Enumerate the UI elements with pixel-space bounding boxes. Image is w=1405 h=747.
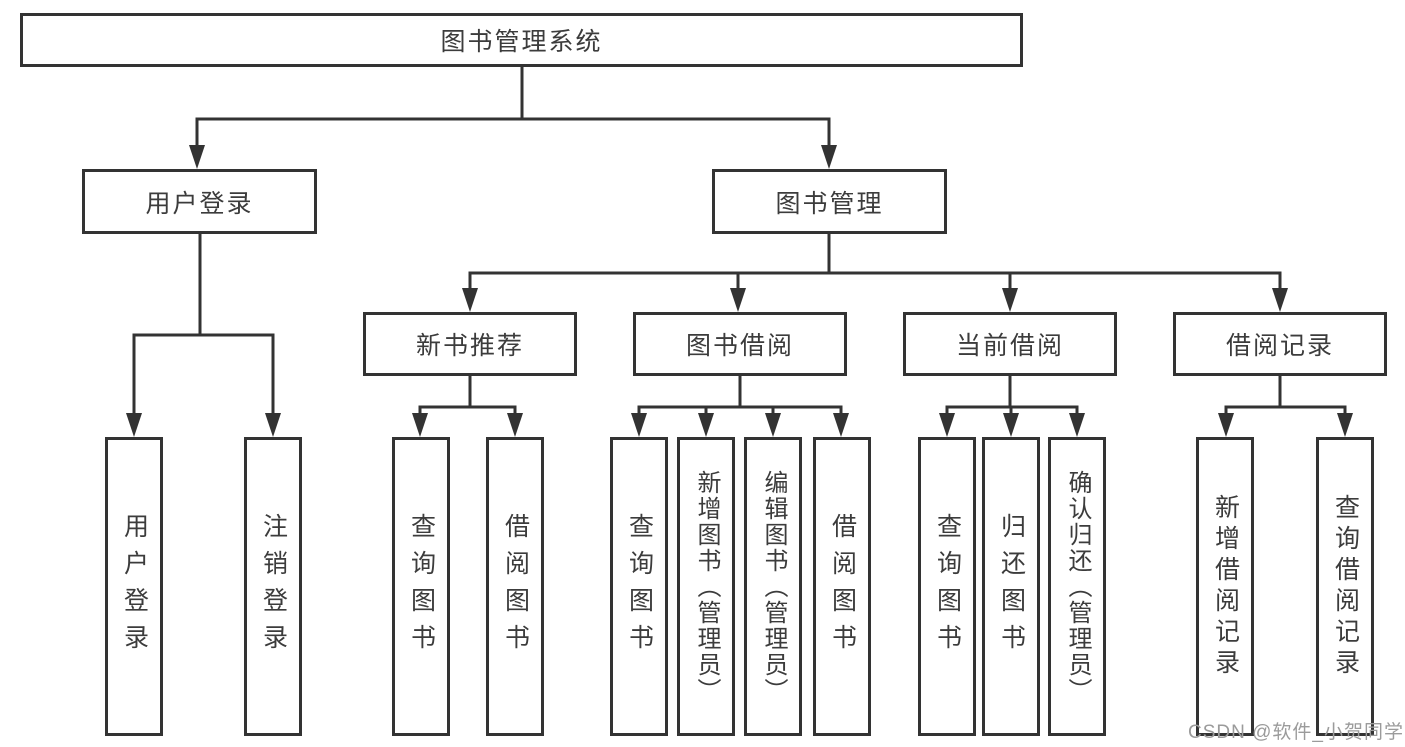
- node-leaf-query-borrow-record: 查询借阅记录: [1316, 437, 1374, 736]
- node-label: 查询图书: [407, 512, 436, 661]
- node-label: 新增图书（管理员）: [693, 469, 720, 704]
- arrow-down-icon: [1069, 413, 1085, 437]
- node-label: 图书借阅: [685, 332, 794, 360]
- watermark: CSDN @软件_小贺同学: [1188, 722, 1404, 743]
- node-label: 当前借阅: [955, 332, 1064, 360]
- node-label: 借阅图书: [828, 512, 857, 661]
- node-label: 查询图书: [933, 512, 962, 661]
- node-label: 新书推荐: [415, 332, 524, 360]
- node-label: 借阅图书: [501, 512, 530, 661]
- node-new-book-recommendation: 新书推荐: [363, 312, 577, 376]
- node-leaf-add-borrow-record: 新增借阅记录: [1196, 437, 1254, 736]
- arrow-down-icon: [1218, 413, 1234, 437]
- node-leaf-edit-books-admin: 编辑图书（管理员）: [744, 437, 802, 736]
- arrow-down-icon: [1337, 413, 1353, 437]
- node-leaf-query-books-recommend: 查询图书: [392, 437, 450, 736]
- node-label: 借阅记录: [1225, 332, 1334, 360]
- node-label: 图书管理系统: [440, 28, 603, 56]
- node-book-borrowing: 图书借阅: [633, 312, 847, 376]
- arrow-down-icon: [821, 145, 837, 169]
- arrow-down-icon: [1003, 413, 1019, 437]
- connector-arrows: [126, 145, 1353, 437]
- arrow-down-icon: [412, 413, 428, 437]
- node-leaf-return-books: 归还图书: [982, 437, 1040, 736]
- node-leaf-logout: 注销登录: [244, 437, 302, 736]
- node-label: 用户登录: [145, 189, 254, 218]
- node-root-system: 图书管理系统: [20, 13, 1023, 67]
- node-label: 注销登录: [259, 512, 288, 661]
- arrow-down-icon: [1272, 288, 1288, 312]
- node-label: 编辑图书（管理员）: [760, 469, 787, 704]
- arrow-down-icon: [1002, 288, 1018, 312]
- arrow-down-icon: [189, 145, 205, 169]
- arrow-down-icon: [631, 413, 647, 437]
- arrow-down-icon: [698, 413, 714, 437]
- node-leaf-confirm-return-admin: 确认归还（管理员）: [1048, 437, 1106, 736]
- node-label: 查询图书: [625, 512, 654, 661]
- node-label: 查询借阅记录: [1331, 493, 1360, 680]
- node-current-borrowing: 当前借阅: [903, 312, 1117, 376]
- node-borrowing-records: 借阅记录: [1173, 312, 1387, 376]
- node-label: 新增借阅记录: [1211, 493, 1240, 680]
- node-leaf-add-books-admin: 新增图书（管理员）: [677, 437, 735, 736]
- node-label: 图书管理: [775, 189, 884, 218]
- arrow-down-icon: [765, 413, 781, 437]
- arrow-down-icon: [833, 413, 849, 437]
- node-leaf-query-books-current: 查询图书: [918, 437, 976, 736]
- node-label: 确认归还（管理员）: [1064, 469, 1091, 704]
- node-leaf-user-login: 用户登录: [105, 437, 163, 736]
- node-label: 归还图书: [997, 512, 1026, 661]
- node-leaf-query-books-borrowing: 查询图书: [610, 437, 668, 736]
- node-user-login: 用户登录: [82, 169, 317, 234]
- arrow-down-icon: [939, 413, 955, 437]
- arrow-down-icon: [730, 288, 746, 312]
- node-leaf-borrow-books-recommend: 借阅图书: [486, 437, 544, 736]
- arrow-down-icon: [265, 413, 281, 437]
- arrow-down-icon: [462, 288, 478, 312]
- arrow-down-icon: [507, 413, 523, 437]
- node-label: 用户登录: [120, 512, 149, 661]
- node-book-management: 图书管理: [712, 169, 947, 234]
- node-leaf-borrow-books-borrowing: 借阅图书: [813, 437, 871, 736]
- arrow-down-icon: [126, 413, 142, 437]
